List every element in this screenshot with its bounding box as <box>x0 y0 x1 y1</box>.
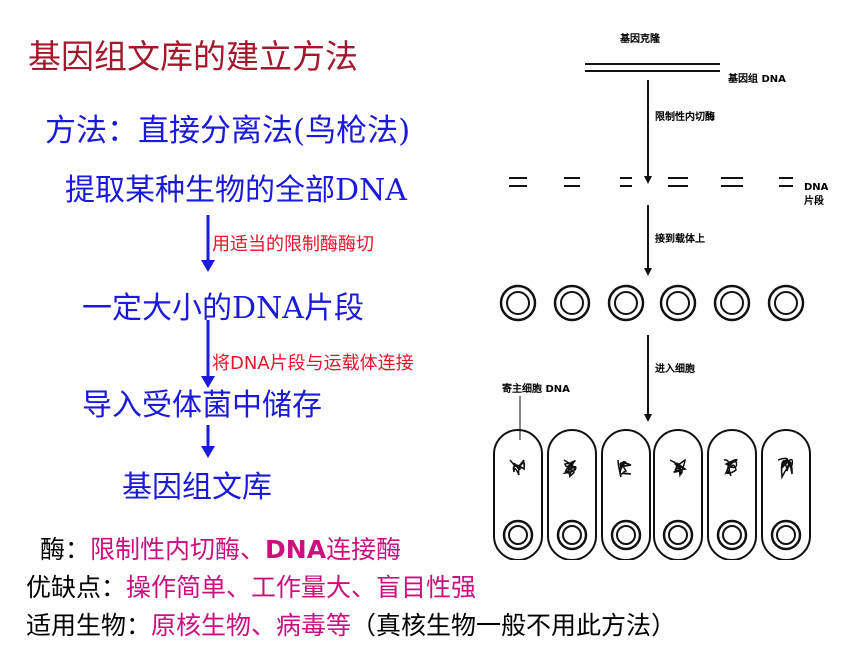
plasmid-inner <box>774 291 798 315</box>
bacterial-cell <box>547 429 597 560</box>
fig-top-label: 基因克隆 <box>619 32 661 45</box>
cell-plasmid-outer <box>556 519 588 551</box>
method-heading: 方法：直接分离法(鸟枪法) <box>45 113 411 149</box>
enzymes-part1: 限制性内切酶、 <box>90 535 266 564</box>
fig-step3-label: 进入细胞 <box>655 362 695 375</box>
fig-step2-label: 接到载体上 <box>655 232 705 245</box>
cell-plasmid-outer <box>770 519 802 551</box>
plasmid-outer <box>767 284 805 322</box>
host-chromosome <box>723 458 738 477</box>
pros-cons-label: 优缺点： <box>26 573 127 602</box>
cell-plasmid-inner <box>776 525 796 545</box>
fig-fragments-label-1: DNA <box>804 182 829 193</box>
recombinant-plasmids <box>499 284 805 322</box>
plasmid-inner <box>560 291 584 315</box>
cell-plasmid-inner <box>722 525 742 545</box>
dna-fragments <box>509 177 793 187</box>
flow-arrows <box>201 215 215 458</box>
bacterial-cell <box>601 429 651 560</box>
cell-plasmid-inner <box>562 525 582 545</box>
cell-plasmid-outer <box>716 519 748 551</box>
applicable-label: 适用生物： <box>26 611 152 640</box>
plasmid-inner <box>666 291 690 315</box>
enzymes-line: 酶：限制性内切酶、DNA连接酶 <box>40 530 401 566</box>
plasmid-inner <box>506 291 530 315</box>
host-bacteria <box>493 429 811 560</box>
bacterial-cell <box>653 429 703 560</box>
plasmid-outer <box>499 284 537 322</box>
bacterial-cell <box>761 429 811 560</box>
cell-plasmid-outer <box>502 519 534 551</box>
host-chromosome <box>669 458 688 478</box>
enzymes-label: 酶： <box>40 535 91 564</box>
plasmid-outer <box>607 284 645 322</box>
plasmid-inner <box>720 291 744 315</box>
fig-arrowhead-3 <box>644 414 652 422</box>
applicable-line: 适用生物：原核生物、病毒等（真核生物一般不用此方法） <box>26 606 676 642</box>
fig-step1-label: 限制性内切酶 <box>655 110 715 123</box>
host-chromosome <box>509 459 526 476</box>
plasmid-inner <box>614 291 638 315</box>
plasmid-outer <box>659 284 697 322</box>
enzymes-part2: DNA <box>265 535 327 564</box>
cell-plasmid-inner <box>668 525 688 545</box>
host-chromosome <box>562 459 577 478</box>
applicable-value: 原核生物、病毒等 <box>151 611 352 640</box>
pros-cons-line: 优缺点：操作简单、工作量大、盲目性强 <box>26 568 476 604</box>
bacterial-cell <box>707 429 757 560</box>
cell-plasmid-outer <box>662 519 694 551</box>
plasmid-outer <box>713 284 751 322</box>
pros-cons-value: 操作简单、工作量大、盲目性强 <box>126 573 477 602</box>
fig-arrowhead-1 <box>644 176 652 184</box>
bacterial-cell <box>493 429 543 560</box>
fig-arrowhead-2 <box>644 268 652 276</box>
enzymes-part3: 连接酶 <box>326 535 402 564</box>
fig-genomic-dna-label: 基因组 DNA <box>727 72 786 85</box>
fig-fragments-label-2: 片段 <box>804 194 824 207</box>
applicable-note: （真核生物一般不用此方法） <box>351 611 677 640</box>
page-title: 基因组文库的建立方法 <box>28 37 358 76</box>
plasmid-outer <box>553 284 591 322</box>
note-restriction-digest: 用适当的限制酶酶切 <box>212 234 374 255</box>
note-ligate-vector: 将DNA片段与运载体连接 <box>212 353 414 374</box>
cell-plasmid-inner <box>616 525 636 545</box>
host-chromosome <box>617 459 632 478</box>
step-dna-fragments: 一定大小的DNA片段 <box>82 291 364 326</box>
shotgun-cloning-figure: 基因克隆 基因组 DNA 限制性内切酶 DNA 片段 接到载体上 进入细胞 寄主… <box>493 32 829 560</box>
cell-plasmid-inner <box>508 525 528 545</box>
step-import-host: 导入受体菌中储存 <box>82 388 322 423</box>
host-chromosome <box>777 457 794 480</box>
step-extract-dna: 提取某种生物的全部DNA <box>65 173 407 208</box>
step-genomic-library: 基因组文库 <box>122 470 272 505</box>
fig-host-dna-label: 寄主细胞 DNA <box>502 382 570 395</box>
cell-plasmid-outer <box>610 519 642 551</box>
